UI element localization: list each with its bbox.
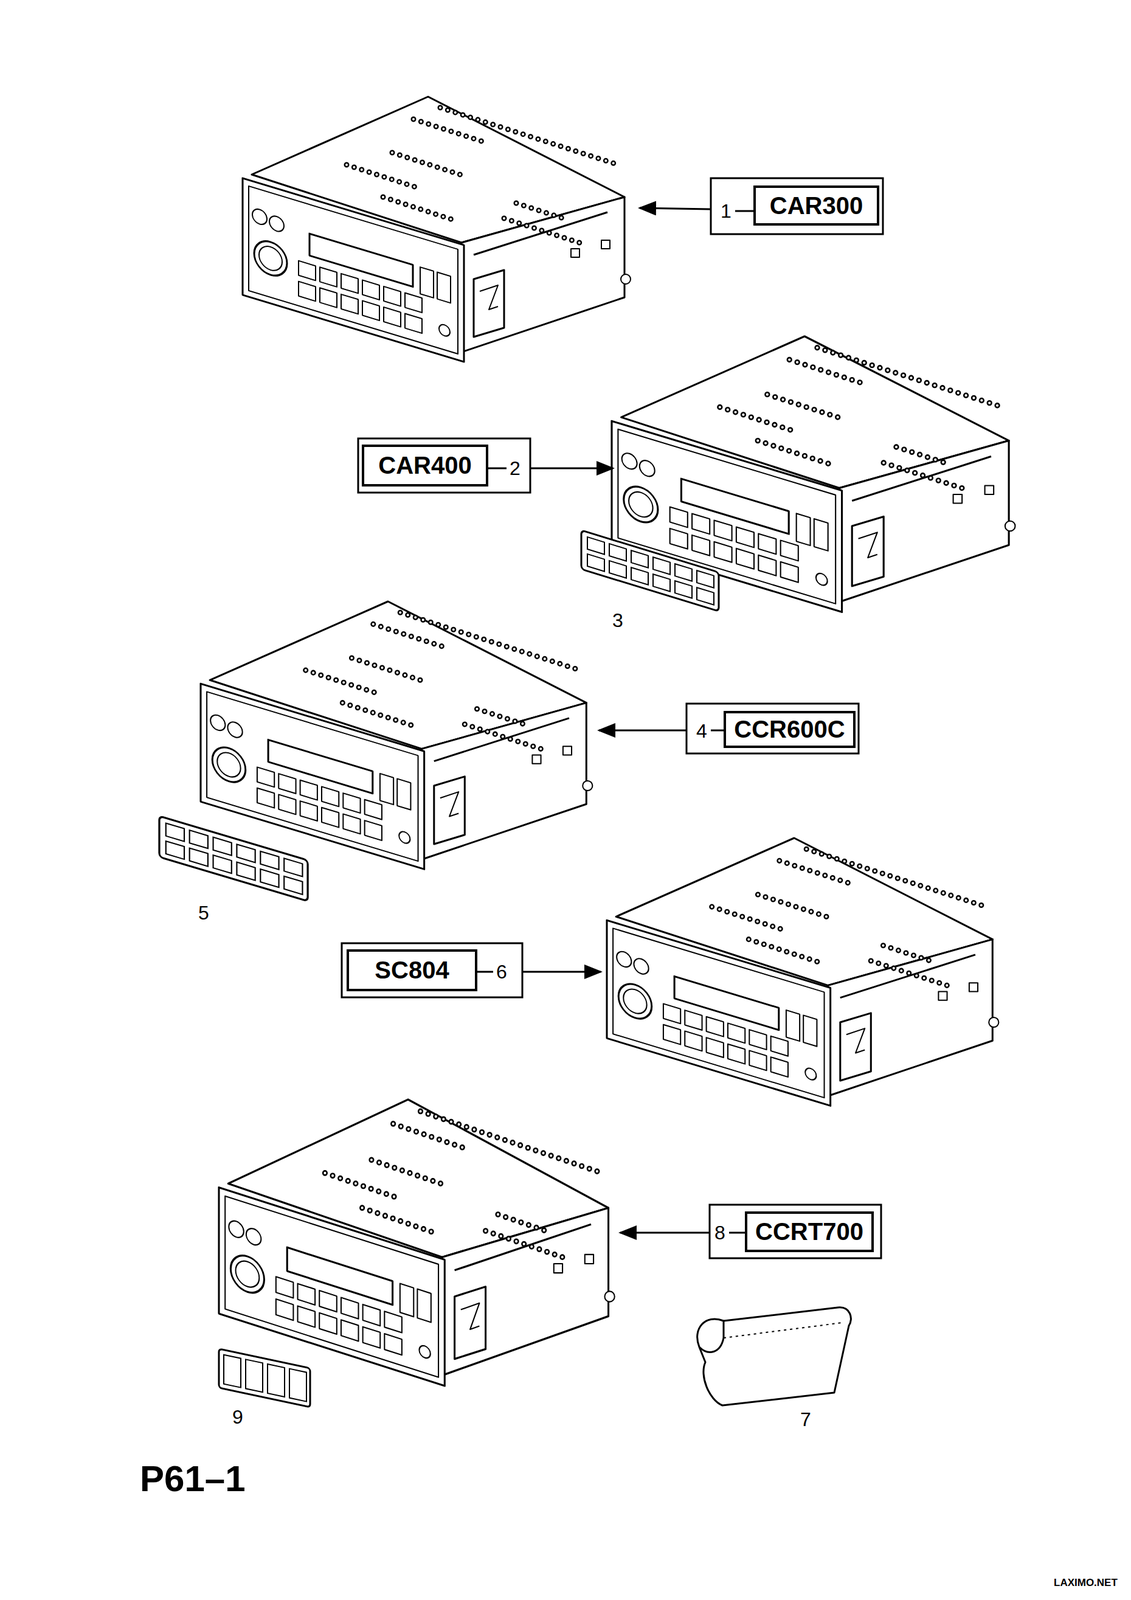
model-name: CCRT700 xyxy=(755,1217,864,1246)
model-name: CAR400 xyxy=(378,451,472,480)
model-name: SC804 xyxy=(374,956,449,984)
callout-number: 1 xyxy=(720,201,732,221)
model-box: CCRT700 xyxy=(744,1211,874,1253)
callout-number: 3 xyxy=(612,610,624,630)
model-name: CAR300 xyxy=(769,192,863,220)
page-code: P61–1 xyxy=(139,1460,246,1498)
model-name: CCR600C xyxy=(733,715,845,744)
callout-number: 8 xyxy=(714,1222,726,1243)
model-box: CAR300 xyxy=(753,185,880,226)
model-box: CCR600C xyxy=(723,710,856,748)
model-box: SC804 xyxy=(346,949,478,992)
callout-number: 9 xyxy=(232,1407,244,1427)
model-box: CAR400 xyxy=(361,444,489,487)
callout-number: 4 xyxy=(696,721,708,741)
watermark: LAXIMO.NET xyxy=(1053,1577,1118,1588)
callout-number: 2 xyxy=(509,458,521,478)
callout-number: 5 xyxy=(198,902,210,923)
callout-number: 6 xyxy=(496,961,508,982)
callout-number: 7 xyxy=(800,1409,812,1429)
